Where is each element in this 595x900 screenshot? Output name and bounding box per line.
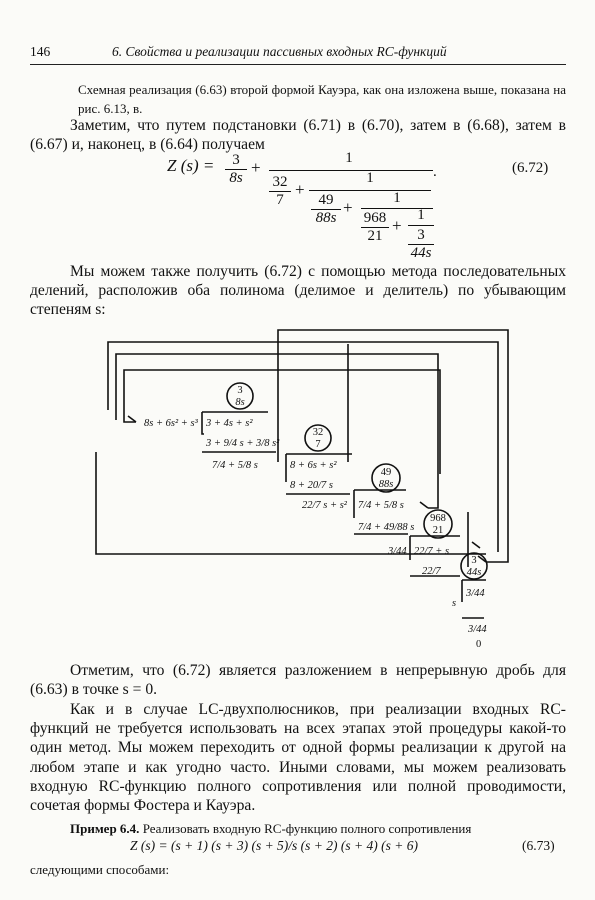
example-text: Реализовать входную RC-функцию полного с…	[142, 821, 472, 836]
intro-note: Схемная реализация (6.63) второй формой …	[78, 82, 566, 116]
divisor-5: 3/44	[465, 588, 485, 599]
quotient-circle-4	[423, 509, 453, 539]
quotient-circle-2	[304, 424, 332, 452]
equation-6-72: Z (s) = 3 8s + 1 . 32 7 + 1 49 88s + 1 9…	[167, 150, 437, 262]
product-1: 3 + 9/4 s + 3/8 s²	[205, 438, 280, 449]
quotient-3-den: 88s	[379, 479, 394, 490]
quotient-5-den: 44s	[467, 567, 482, 578]
eq-term-49-88s: 49 88s	[311, 192, 341, 227]
example-label: Пример 6.4.	[70, 821, 140, 836]
product-5: 3/44	[467, 624, 487, 635]
divisor-4: 22/7 + s	[414, 546, 449, 557]
eq-term-3-44s: 3 44s	[408, 227, 434, 262]
page-number: 146	[30, 44, 51, 59]
frame-1	[95, 452, 486, 555]
quotient-4-den: 21	[433, 525, 444, 536]
example-tail: следующими способами:	[30, 862, 170, 877]
quotient-3-num: 49	[381, 467, 392, 478]
remainder-final: 0	[476, 639, 481, 650]
divisor-3: 7/4 + 5/8 s	[358, 500, 404, 511]
quotient-circle-3	[371, 463, 401, 493]
paragraph-substitution: Заметим, что путем подстановки (6.71) в …	[30, 117, 566, 154]
frame-1b	[277, 329, 509, 563]
frame-2	[107, 341, 499, 552]
product-2: 8 + 20/7 s	[290, 480, 333, 491]
remainder-2: 22/7 s + s²	[302, 500, 348, 511]
paragraph-mixed-forms: Как и в случае LC-двухполюсников, при ре…	[30, 701, 566, 815]
header-rule	[30, 64, 566, 65]
running-title: 6. Свойства и реализации пассивных входн…	[112, 44, 447, 59]
remainder-1: 7/4 + 5/8 s	[212, 460, 258, 471]
equation-number-6-72: (6.72)	[512, 160, 549, 176]
example-6-4: Пример 6.4. Реализовать входную RC-функц…	[30, 819, 566, 838]
quotient-2-num: 32	[313, 427, 324, 438]
equation-number-6-73: (6.73)	[522, 838, 555, 853]
eq-lhs: Z (s) =	[167, 156, 215, 175]
quotient-4-num: 968	[430, 513, 446, 524]
quotient-2-den: 7	[315, 439, 320, 450]
paragraph-continued-fraction: Отметим, что (6.72) является разложением…	[30, 662, 566, 699]
paragraph-division-method: Мы можем также получить (6.72) с помощью…	[30, 263, 566, 319]
quotient-5-num: 3	[471, 555, 476, 566]
flow-frames	[95, 329, 509, 619]
eq-term-3-8s: 3 8s	[225, 152, 247, 187]
quotient-1-num: 3	[237, 385, 242, 396]
eq-term-968-21: 968 21	[361, 210, 389, 245]
quotient-1-den: 8s	[235, 397, 244, 408]
product-4: 22/7	[422, 566, 441, 577]
remainder-3: 3/44	[387, 546, 407, 557]
product-3: 7/4 + 49/88 s	[358, 522, 414, 533]
remainder-4: s	[452, 598, 456, 609]
divisor-2: 8 + 6s + s²	[290, 460, 337, 471]
dividend-1: 8s + 6s² + s³	[144, 418, 199, 429]
example-formula: Z (s) = (s + 1) (s + 3) (s + 5)/s (s + 2…	[130, 838, 418, 853]
frame-4	[123, 369, 441, 474]
quotient-circle-5	[460, 552, 488, 580]
continued-division-diagram: 3 8s 32 7 49 88s 968 21 3 44s 8s + 6s² +…	[95, 329, 509, 650]
eq-term-32-7: 32 7	[269, 174, 291, 209]
quotient-circle-1	[226, 382, 254, 410]
divisor-1: 3 + 4s + s²	[205, 418, 253, 429]
frame-3	[115, 353, 439, 509]
